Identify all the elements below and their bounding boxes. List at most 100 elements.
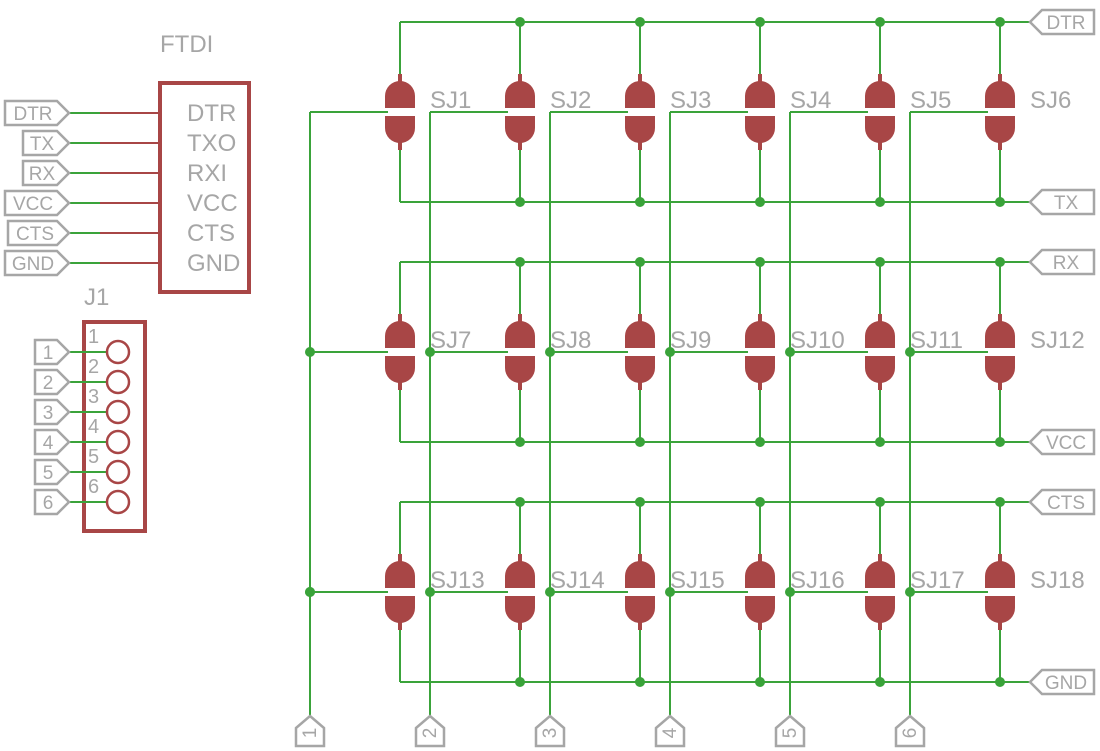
junction-dot: [875, 17, 885, 27]
junction-dot: [545, 347, 555, 357]
port-rx: [21, 159, 71, 187]
junction-dot: [875, 257, 885, 267]
j1-pin-pad: [105, 429, 131, 455]
port-label: VCC: [13, 194, 53, 215]
jumper-label: SJ10: [790, 327, 845, 354]
jumper-pad-top: [385, 81, 415, 108]
port-tx: [21, 129, 71, 157]
jumper-pad-top: [385, 561, 415, 588]
j1-body: [82, 320, 147, 533]
junction-dot: [755, 437, 765, 447]
junction-dot: [875, 197, 885, 207]
jumper-pad-top: [745, 321, 775, 348]
j1-pin-number: 2: [88, 356, 99, 378]
jumper-pad-bottom: [505, 596, 535, 623]
jumper-pad-bottom: [745, 356, 775, 383]
j1-pin-pad: [105, 339, 131, 365]
right-port-gnd: [1028, 668, 1096, 696]
junction-dot: [635, 497, 645, 507]
port-dtr: [3, 99, 71, 127]
junction-dot: [515, 437, 525, 447]
bottom-port-3: [534, 714, 566, 748]
junction-dot: [755, 497, 765, 507]
junction-dot: [995, 257, 1005, 267]
junction-dot: [755, 197, 765, 207]
junction-dot: [905, 587, 915, 597]
jumper-pad-bottom: [985, 116, 1015, 143]
port-cts: [6, 219, 71, 247]
j1-pin-number: 1: [88, 326, 99, 348]
jumper-label: SJ5: [910, 87, 951, 114]
port-label: RX: [29, 164, 56, 185]
jumper-pad-top: [505, 81, 535, 108]
jumper-pad-bottom: [385, 356, 415, 383]
junction-dot: [755, 257, 765, 267]
bottom-port-1: [294, 714, 326, 748]
bottom-port-6: [894, 714, 926, 748]
port-label: 2: [43, 373, 54, 394]
jumper-pad-bottom: [625, 356, 655, 383]
right-port-tx: [1028, 188, 1096, 216]
right-port-label: DTR: [1046, 13, 1085, 34]
junction-dot: [425, 347, 435, 357]
jumper-pad-top: [745, 561, 775, 588]
junction-dot: [875, 677, 885, 687]
right-port-label: CTS: [1047, 493, 1085, 514]
junction-dot: [995, 197, 1005, 207]
jumper-pad-top: [625, 321, 655, 348]
jumper-label: SJ18: [1030, 567, 1085, 594]
j1-pin-pad: [105, 489, 131, 515]
jumper-pad-top: [505, 321, 535, 348]
jumper-pad-top: [865, 81, 895, 108]
jumper-label: SJ17: [910, 567, 965, 594]
jumper-pad-top: [505, 561, 535, 588]
junction-dot: [905, 347, 915, 357]
jumper-pad-bottom: [745, 596, 775, 623]
jumper-label: SJ2: [550, 87, 591, 114]
ftdi-pin-label: RXI: [187, 160, 227, 187]
jumper-pad-top: [985, 321, 1015, 348]
jumper-label: SJ7: [430, 327, 471, 354]
jumper-label: SJ8: [550, 327, 591, 354]
jumper-pad-top: [385, 321, 415, 348]
junction-dot: [305, 347, 315, 357]
bottom-port-label: 6: [900, 728, 921, 739]
jumper-pad-top: [625, 81, 655, 108]
junction-dot: [515, 497, 525, 507]
port-label: 5: [43, 463, 54, 484]
matrix-junctions: [305, 17, 1005, 687]
jumper-pad-bottom: [385, 116, 415, 143]
junction-dot: [305, 587, 315, 597]
matrix-jumpers: [385, 74, 1015, 630]
jumper-label: SJ14: [550, 567, 605, 594]
port-j1-5: [33, 458, 71, 486]
jumper-pad-bottom: [985, 356, 1015, 383]
port-label: CTS: [16, 224, 54, 245]
junction-dot: [635, 17, 645, 27]
jumper-pad-top: [985, 81, 1015, 108]
junction-dot: [515, 197, 525, 207]
jumper-pad-bottom: [865, 116, 895, 143]
right-port-vcc: [1028, 428, 1096, 456]
jumper-pad-bottom: [505, 356, 535, 383]
bottom-port-label: 3: [540, 728, 561, 739]
jumper-pad-bottom: [625, 116, 655, 143]
bottom-port-label: 2: [420, 728, 441, 739]
port-j1-2: [33, 368, 71, 396]
junction-dot: [995, 677, 1005, 687]
jumper-pad-bottom: [745, 116, 775, 143]
j1-ports: 1 2 3 4 5 6: [33, 338, 71, 516]
right-port-dtr: [1028, 8, 1096, 36]
port-vcc: [3, 189, 71, 217]
header-j1: J1 1 2 3 4 5 6: [70, 284, 147, 533]
bottom-port-label: 4: [660, 727, 681, 738]
jumper-pad-top: [865, 321, 895, 348]
jumper-pad-bottom: [865, 356, 895, 383]
jumper-pad-bottom: [385, 596, 415, 623]
jumper-pad-bottom: [625, 596, 655, 623]
port-label: 4: [43, 433, 54, 454]
jumper-label: SJ16: [790, 567, 845, 594]
